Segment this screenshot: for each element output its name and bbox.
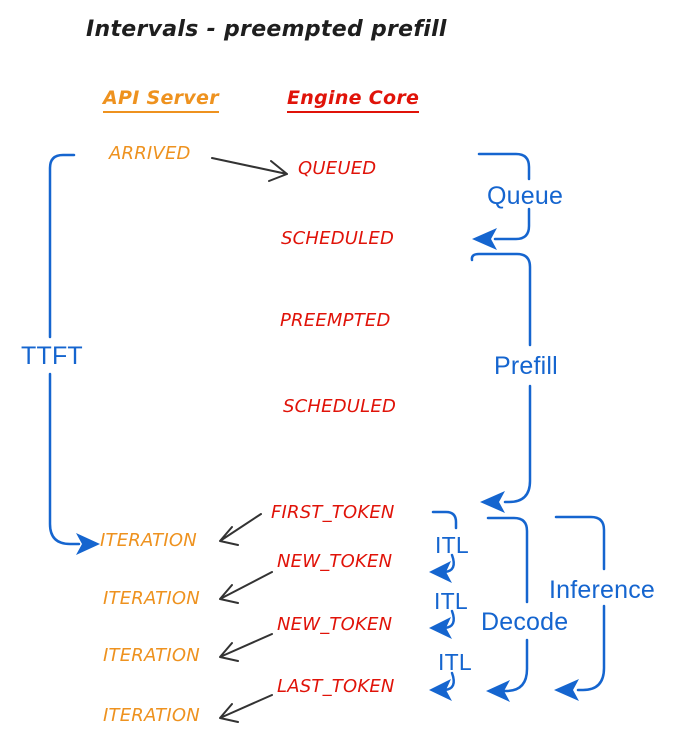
decode-bracket-bottom: [501, 638, 529, 693]
column-header-engine-core: Engine Core: [287, 87, 420, 113]
prefill-bracket-top: [470, 252, 532, 347]
event-preempted: PREEMPTED: [280, 310, 391, 331]
ttft-arrowhead-icon: [76, 533, 100, 555]
event-iteration-2: ITERATION: [103, 588, 200, 609]
page-title: Intervals - preempted prefill: [86, 17, 447, 42]
ttft-bracket-bottom: [48, 372, 81, 546]
event-iteration-4: ITERATION: [103, 705, 200, 726]
arrived-to-queued-arrow: [211, 157, 288, 182]
interval-label-queue: Queue: [487, 182, 564, 210]
event-iteration-3: ITERATION: [103, 645, 200, 666]
event-scheduled-2: SCHEDULED: [283, 396, 396, 417]
itl-arrowhead-1-icon: [429, 561, 452, 583]
decode-arrowhead-icon: [486, 680, 510, 702]
queue-bracket-bottom: [493, 207, 531, 241]
interval-label-itl-1: ITL: [435, 532, 469, 558]
itl-hook-3: [443, 671, 455, 692]
interval-label-ttft: TTFT: [21, 342, 83, 370]
queue-bracket-top: [477, 152, 531, 181]
interval-label-itl-3: ITL: [438, 649, 472, 675]
first-token-to-iteration-arrow: [219, 513, 262, 546]
itl-arrowhead-2-icon: [429, 617, 452, 639]
event-queued: QUEUED: [298, 158, 377, 179]
interval-label-itl-2: ITL: [434, 588, 468, 614]
event-new-token-1: NEW_TOKEN: [277, 551, 393, 572]
new-token-1-to-iteration-arrow: [219, 571, 273, 604]
decode-bracket-top: [486, 516, 529, 604]
itl-hook-2: [443, 609, 455, 630]
queue-arrowhead-icon: [472, 228, 497, 250]
event-last-token: LAST_TOKEN: [277, 676, 395, 697]
column-header-api-server: API Server: [103, 87, 219, 113]
new-token-2-to-iteration-arrow: [219, 633, 273, 662]
interval-label-decode: Decode: [481, 608, 569, 636]
itl-hook-1: [443, 553, 455, 574]
prefill-arrowhead-icon: [480, 491, 505, 513]
interval-label-inference: Inference: [549, 576, 656, 604]
event-new-token-2: NEW_TOKEN: [277, 614, 393, 635]
last-token-to-iteration-arrow: [219, 694, 273, 723]
ttft-bracket-top: [48, 153, 76, 339]
inference-bracket-top: [554, 515, 606, 571]
event-first-token: FIRST_TOKEN: [271, 502, 395, 523]
itl-bracket-stub: [431, 510, 458, 530]
event-scheduled-1: SCHEDULED: [281, 228, 394, 249]
event-arrived: ARRIVED: [109, 143, 191, 164]
prefill-bracket-bottom: [503, 384, 532, 504]
itl-arrowhead-3-icon: [429, 679, 452, 701]
inference-arrowhead-icon: [554, 679, 579, 701]
inference-bracket-bottom: [576, 604, 606, 692]
interval-label-prefill: Prefill: [494, 352, 558, 380]
event-iteration-1: ITERATION: [100, 530, 197, 551]
